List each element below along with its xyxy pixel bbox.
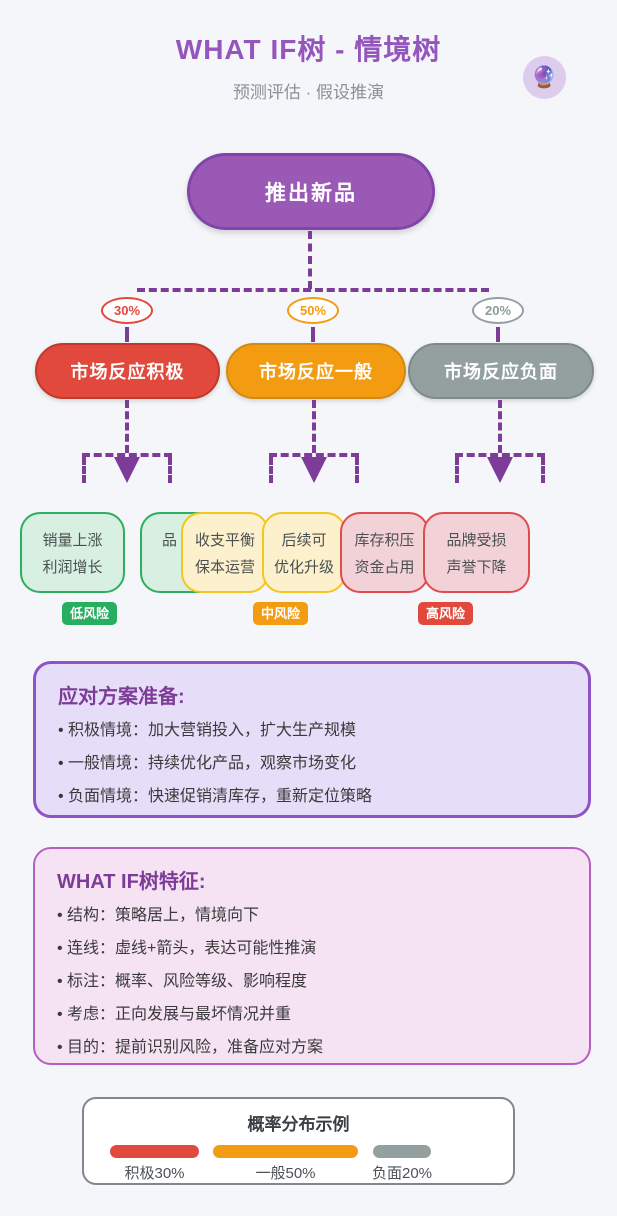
crystal-ball-icon: 🔮 xyxy=(531,65,558,89)
risk-badge-low: 低风险 xyxy=(62,602,118,625)
leaf-text: 后续可 xyxy=(281,532,327,549)
root-connector-line xyxy=(308,231,312,289)
dashed-line xyxy=(82,457,86,483)
arrow-fork-positive xyxy=(82,400,172,485)
arrow-fork-negative xyxy=(455,400,545,485)
leaf-text: 优化升级 xyxy=(273,559,334,576)
leaf-node-reputation: 品牌受损 声誉下降 xyxy=(423,512,530,593)
root-node-launch-product: 推出新品 xyxy=(187,153,435,230)
leaf-node-inventory: 库存积压 资金占用 xyxy=(340,512,429,593)
legend-label: 积极30% xyxy=(124,1165,185,1182)
leaf-text: 品 xyxy=(162,532,178,549)
legend-row: 积极30% 一般50% 负面20% xyxy=(84,1145,513,1183)
leaf-text: 库存积压 xyxy=(354,532,415,549)
leaf-text: 利润增长 xyxy=(42,559,103,576)
probability-label-neutral: 50% xyxy=(287,297,339,324)
risk-badge-high: 高风险 xyxy=(418,602,474,625)
avatar: 🔮 xyxy=(523,56,566,99)
dashed-line xyxy=(455,453,545,457)
legend-title: 概率分布示例 xyxy=(247,1115,350,1134)
bullet-item: 考虑：正向发展与最坏情况并重 xyxy=(57,1004,567,1026)
bullet-item: 结构：策略居上，情境向下 xyxy=(57,905,567,927)
legend-bar-negative xyxy=(373,1145,432,1158)
dashed-line xyxy=(355,457,359,483)
risk-badge-medium: 中风险 xyxy=(253,602,309,625)
dashed-line xyxy=(455,457,459,483)
legend-label: 负面20% xyxy=(372,1165,433,1182)
leaf-node-optimize: 后续可 优化升级 xyxy=(262,512,346,593)
branch-node-positive: 市场反应积极 xyxy=(35,343,220,399)
legend-label: 一般50% xyxy=(255,1165,316,1182)
leaf-text: 品牌受损 xyxy=(446,532,507,549)
leaf-node-sales-up: 销量上涨 利润增长 xyxy=(20,512,125,593)
bullet-item: 积极情境：加大营销投入，扩大生产规模 xyxy=(58,720,566,742)
arrow-fork-neutral xyxy=(269,400,359,485)
response-plan-title: 应对方案准备: xyxy=(58,686,185,708)
leaf-node-breakeven: 收支平衡 保本运营 xyxy=(181,512,269,593)
page-subtitle: 预测评估 · 假设推演 xyxy=(232,83,385,102)
branch-node-neutral: 市场反应一般 xyxy=(226,343,406,399)
arrow-down-icon xyxy=(487,457,513,483)
probability-label-negative: 20% xyxy=(472,297,524,324)
legend-bar-neutral xyxy=(213,1145,358,1158)
connector-line xyxy=(125,327,129,342)
dashed-line xyxy=(541,457,545,483)
leaf-text: 销量上涨 xyxy=(42,532,103,549)
probability-legend-box: 概率分布示例 积极30% 一般50% 负面20% xyxy=(82,1097,515,1185)
arrow-down-icon xyxy=(114,457,140,483)
legend-bar-positive xyxy=(110,1145,199,1158)
legend-item-neutral: 一般50% xyxy=(213,1145,358,1183)
dashed-line xyxy=(269,453,359,457)
leaf-text: 资金占用 xyxy=(354,559,415,576)
probability-label-positive: 30% xyxy=(101,297,153,324)
leaf-text: 收支平衡 xyxy=(194,532,255,549)
bullet-item: 目的：提前识别风险，准备应对方案 xyxy=(57,1037,567,1059)
features-box: WHAT IF树特征: 结构：策略居上，情境向下 连线：虚线+箭头，表达可能性推… xyxy=(33,847,591,1065)
arrow-down-icon xyxy=(301,457,327,483)
legend-item-positive: 积极30% xyxy=(110,1145,199,1183)
page-title: WHAT IF树 - 情境树 xyxy=(175,34,442,65)
features-title: WHAT IF树特征: xyxy=(57,871,206,893)
branch-connector-line xyxy=(137,288,489,292)
bullet-item: 负面情境：快速促销清库存，重新定位策略 xyxy=(58,786,566,808)
bullet-item: 连线：虚线+箭头，表达可能性推演 xyxy=(57,938,567,960)
bullet-item: 一般情境：持续优化产品，观察市场变化 xyxy=(58,753,566,775)
leaf-text: 保本运营 xyxy=(194,559,255,576)
dashed-line xyxy=(168,457,172,483)
legend-item-negative: 负面20% xyxy=(372,1145,432,1183)
dashed-line xyxy=(82,453,172,457)
leaf-text: 声誉下降 xyxy=(446,559,507,576)
response-plan-box: 应对方案准备: 积极情境：加大营销投入，扩大生产规模 一般情境：持续优化产品，观… xyxy=(33,661,591,818)
dashed-line xyxy=(498,400,502,453)
branch-node-negative: 市场反应负面 xyxy=(408,343,594,399)
dashed-line xyxy=(312,400,316,453)
bullet-item: 标注：概率、风险等级、影响程度 xyxy=(57,971,567,993)
connector-line xyxy=(311,327,315,342)
dashed-line xyxy=(269,457,273,483)
connector-line xyxy=(496,327,500,342)
dashed-line xyxy=(125,400,129,453)
